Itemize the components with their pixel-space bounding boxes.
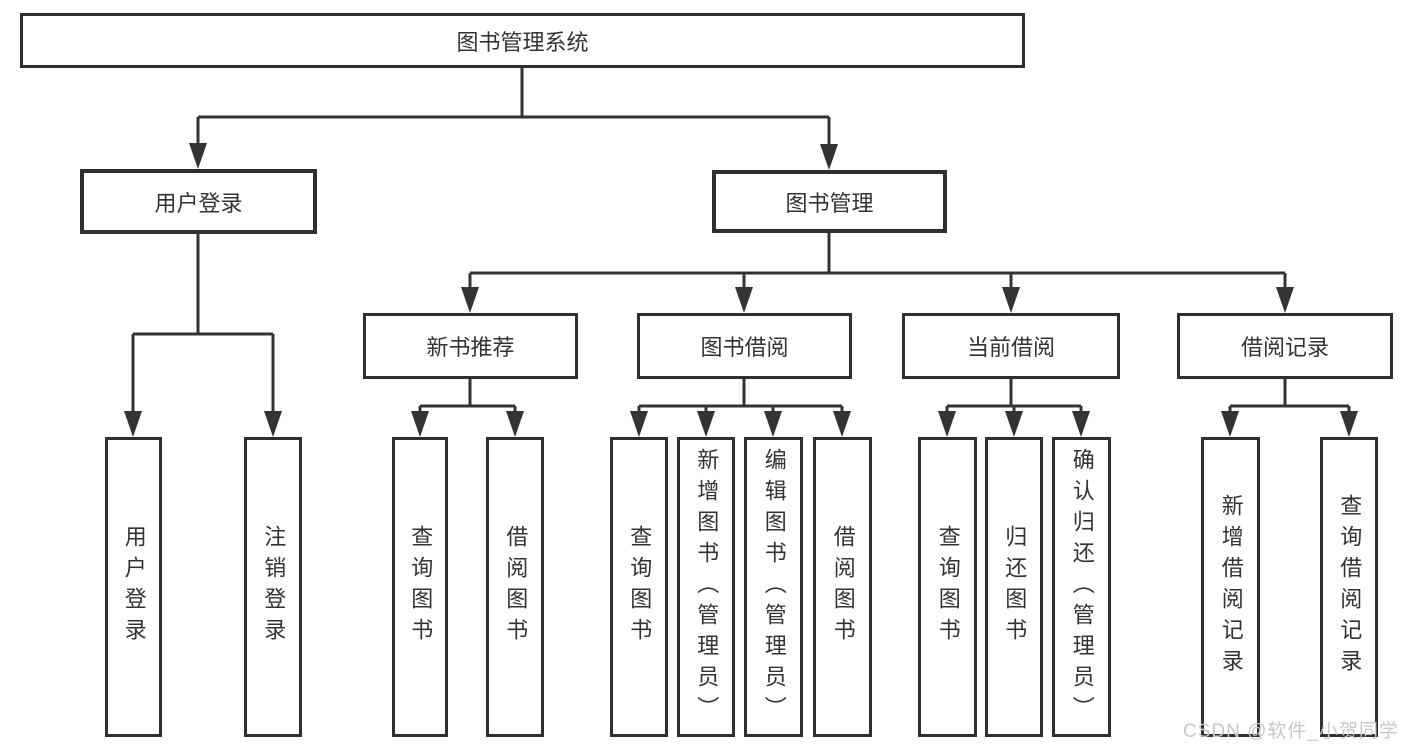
leaf-query-book-recommend: 查询图书 (392, 437, 448, 737)
connector-borrow-to-leaves (637, 379, 844, 414)
arrowhead-icon (1005, 411, 1023, 437)
csdn-watermark: CSDN @软件_小贺同学 (1183, 721, 1399, 742)
arrowheads-group (124, 143, 1358, 437)
leaf-user-login: 用户登录 (105, 437, 162, 737)
connector-recommend-to-leaves (418, 379, 517, 414)
leaf-logout-label: 注销登录 (261, 525, 287, 649)
leaf-borrow-book-recommend: 借阅图书 (486, 437, 544, 737)
connector-current-to-leaves (945, 379, 1083, 414)
leaf-return-book: 归还图书 (985, 437, 1043, 737)
arrowhead-icon (189, 143, 207, 169)
node-user-login: 用户登录 (80, 169, 317, 234)
node-user-login-label: 用户登录 (154, 190, 243, 216)
leaf-edit-book-admin: 编辑图书（管理员） (744, 437, 803, 737)
leaf-query-borrow-record: 查询借阅记录 (1320, 437, 1378, 737)
node-new-book-recommend-label: 新书推荐 (426, 335, 515, 360)
arrowhead-icon (764, 411, 782, 437)
node-root: 图书管理系统 (20, 13, 1025, 68)
arrowhead-icon (630, 411, 648, 437)
node-current-borrow: 当前借阅 (902, 313, 1120, 379)
leaf-add-book-admin-label: 新增图书（管理员） (694, 447, 720, 727)
arrowhead-icon (820, 144, 838, 170)
arrowhead-icon (264, 411, 282, 437)
leaf-confirm-return-admin-label: 确认归还（管理员） (1069, 447, 1095, 727)
node-borrow-records-label: 借阅记录 (1240, 335, 1329, 360)
leaf-borrow-book-recommend-label: 借阅图书 (503, 525, 529, 649)
arrowhead-icon (411, 411, 429, 437)
leaf-query-book-recommend-label: 查询图书 (408, 525, 434, 649)
leaf-borrow-book: 借阅图书 (813, 437, 872, 737)
leaf-query-borrow-record-label: 查询借阅记录 (1337, 494, 1363, 680)
node-borrow-records: 借阅记录 (1177, 313, 1393, 379)
leaf-confirm-return-admin: 确认归还（管理员） (1052, 437, 1111, 737)
leaf-user-login-label: 用户登录 (121, 525, 147, 649)
arrowhead-icon (1072, 411, 1090, 437)
node-current-borrow-label: 当前借阅 (966, 335, 1055, 360)
node-book-management-label: 图书管理 (785, 190, 874, 216)
arrowhead-icon (735, 287, 753, 313)
leaf-query-book-current-label: 查询图书 (935, 525, 961, 649)
arrowhead-icon (124, 411, 142, 437)
node-book-borrow: 图书借阅 (637, 313, 852, 379)
node-root-label: 图书管理系统 (456, 29, 589, 55)
arrowhead-icon (833, 411, 851, 437)
leaf-add-borrow-record-label: 新增借阅记录 (1218, 494, 1244, 680)
leaf-logout: 注销登录 (244, 437, 302, 737)
leaf-add-borrow-record: 新增借阅记录 (1201, 437, 1260, 737)
leaf-query-book-borrow: 查询图书 (610, 437, 668, 737)
connector-userlogin-to-leaves (131, 234, 275, 414)
leaf-edit-book-admin-label: 编辑图书（管理员） (761, 447, 787, 727)
arrowhead-icon (506, 411, 524, 437)
node-book-borrow-label: 图书借阅 (700, 335, 789, 360)
leaf-query-book-borrow-label: 查询图书 (627, 525, 653, 649)
leaf-add-book-admin: 新增图书（管理员） (677, 437, 735, 737)
arrowhead-icon (697, 411, 715, 437)
node-new-book-recommend: 新书推荐 (363, 313, 578, 379)
leaf-query-book-current: 查询图书 (918, 437, 977, 737)
connector-records-to-leaves (1228, 379, 1351, 414)
arrowhead-icon (461, 287, 479, 313)
arrowhead-icon (1276, 287, 1294, 313)
arrowhead-icon (938, 411, 956, 437)
arrowhead-icon (1221, 411, 1239, 437)
arrowhead-icon (1002, 287, 1020, 313)
leaf-return-book-label: 归还图书 (1002, 525, 1028, 649)
node-book-management: 图书管理 (712, 170, 947, 233)
arrowhead-icon (1340, 411, 1358, 437)
leaf-borrow-book-label: 借阅图书 (830, 525, 856, 649)
connector-bookmgmt-to-level3 (468, 233, 1287, 290)
connector-group (131, 68, 1351, 414)
connector-root-to-level2 (196, 68, 831, 147)
